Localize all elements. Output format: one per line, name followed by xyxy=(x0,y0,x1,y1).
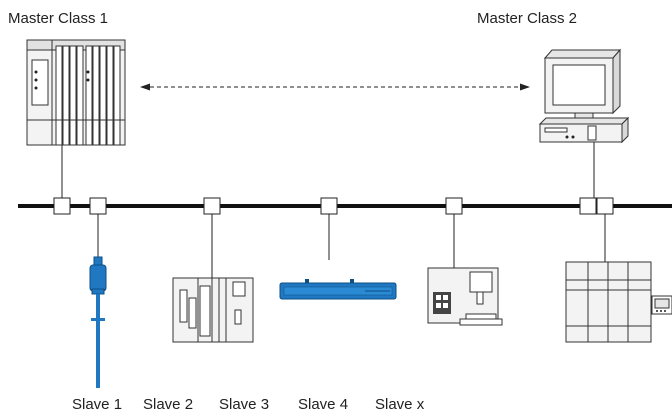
slave-x-cabinet-icon xyxy=(565,261,672,343)
bus-connector-slave-2 xyxy=(203,197,221,215)
drop-lines xyxy=(97,214,606,278)
master-class-2-label: Master Class 2 xyxy=(477,10,578,27)
slave-x-label: Slave x xyxy=(375,396,425,413)
master-class-1-plc-icon xyxy=(26,39,126,198)
bus-connector-slave-x xyxy=(596,197,614,215)
slave-2-io-station-icon xyxy=(172,277,254,343)
slave-1-label: Slave 1 xyxy=(72,396,123,413)
slave-3-label: Slave 3 xyxy=(219,396,270,413)
slave-4-label: Slave 4 xyxy=(298,396,349,413)
slave-3-drive-icon xyxy=(279,279,397,300)
bus-connector-slave-4 xyxy=(445,197,463,215)
master-class-2-pc-icon xyxy=(538,48,630,198)
slave-1-sensor-icon xyxy=(89,256,107,388)
master-communication-arrow xyxy=(140,83,530,91)
slave-4-machine-icon xyxy=(427,267,503,326)
bus-connector-master-1 xyxy=(53,197,71,215)
bus-connector-slave-3 xyxy=(320,197,338,215)
bus-connector-slave-1 xyxy=(89,197,107,215)
bus-connector-master-2 xyxy=(579,197,597,215)
slave-2-label: Slave 2 xyxy=(143,396,194,413)
master-class-1-label: Master Class 1 xyxy=(8,10,109,27)
